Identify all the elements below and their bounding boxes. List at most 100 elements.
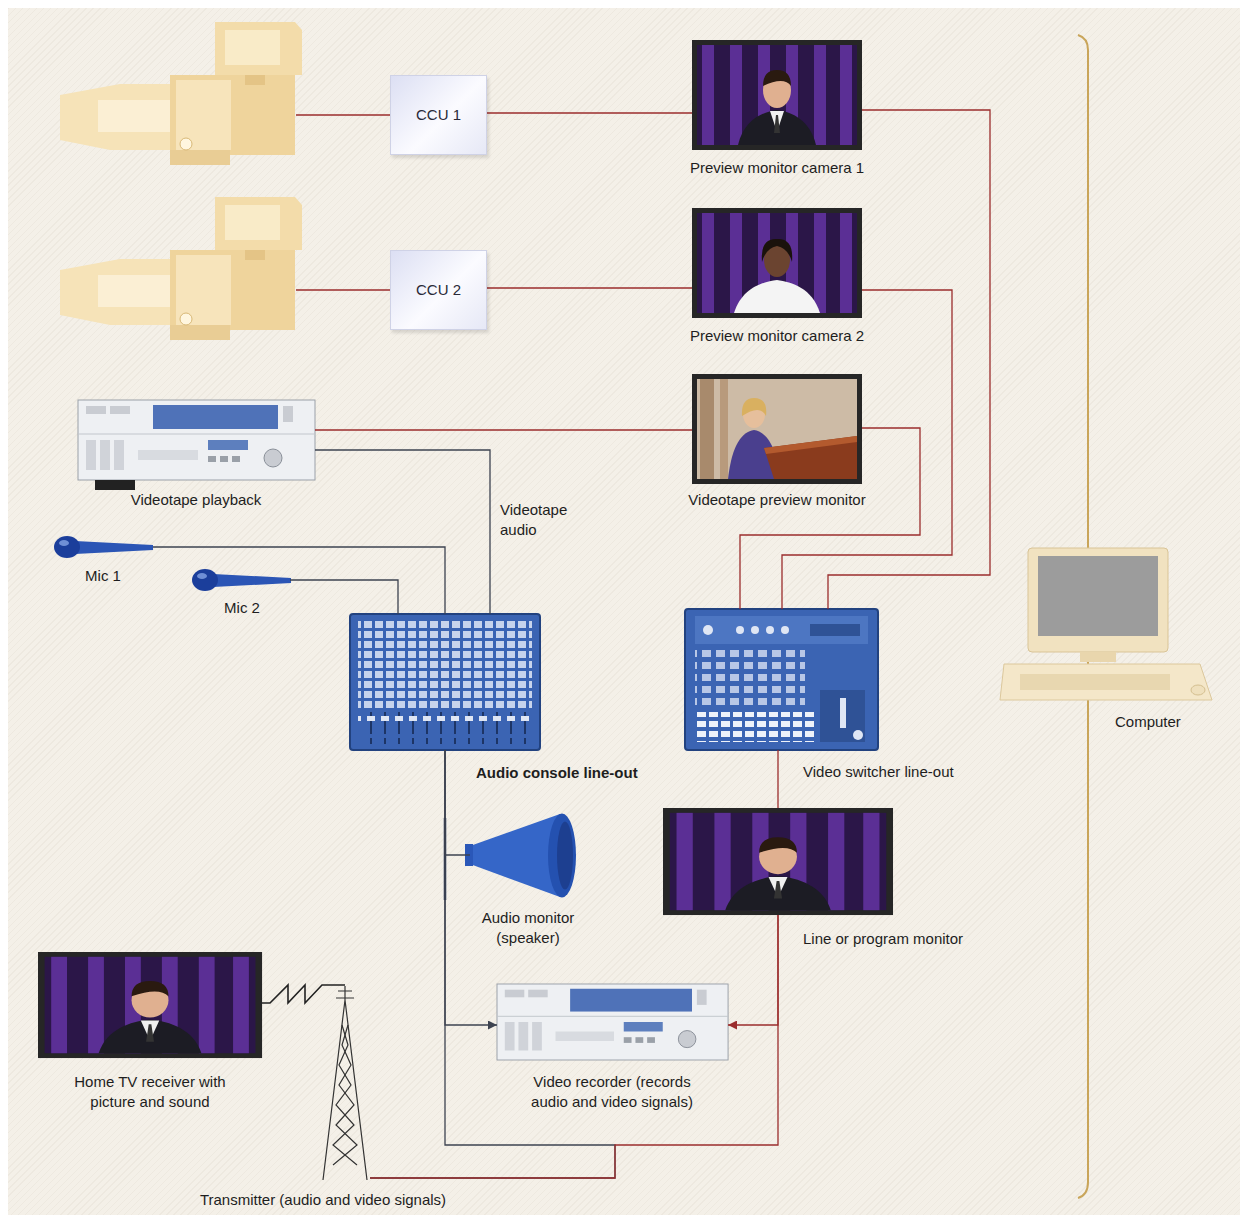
computer [1020, 674, 1170, 690]
signal-cable [728, 915, 778, 1025]
microphone [192, 569, 291, 591]
transmitter-tower: Transmitter (audio and video signals) [320, 985, 370, 1180]
home-receiver: Home TV receiver with picture and sound [38, 952, 262, 1058]
program-monitor: Line or program monitor [663, 808, 893, 915]
computer [1191, 685, 1205, 695]
microphone [54, 536, 153, 558]
video-switcher [853, 730, 863, 740]
box-label: CCU 1 [416, 105, 461, 125]
video-switcher [695, 712, 815, 742]
caption: Preview monitor camera 2 [690, 326, 864, 346]
videotape-deck: Videotape playback [78, 400, 315, 480]
speaker-horn [470, 814, 560, 897]
transmitter-tower [333, 1025, 357, 1165]
ccu-box: CCU 2 [390, 250, 487, 330]
monitor-picture [692, 208, 862, 318]
speaker-horn [548, 814, 576, 898]
monitor-picture [692, 374, 862, 484]
computer [1038, 556, 1158, 636]
signal-cable [370, 915, 778, 1178]
signal-cable [487, 112, 692, 113]
ccu-box: CCU 1 [390, 75, 487, 155]
caption: Transmitter (audio and video signals) [200, 1190, 446, 1210]
video-recorder: Video recorder (records audio and video … [497, 984, 728, 1060]
signal-cable [315, 450, 490, 614]
video-switcher [781, 626, 789, 634]
camera-cable [296, 289, 390, 290]
transmitter-tower [333, 1025, 357, 1165]
signal-cable [777, 750, 778, 808]
transmitter-tower [336, 986, 354, 1000]
computer [1080, 652, 1116, 662]
audio-console [350, 614, 540, 750]
monitor-picture [38, 952, 262, 1058]
preview-monitor: Preview monitor camera 2 [692, 208, 862, 318]
tape-deck [78, 400, 315, 480]
box-label: CCU 2 [416, 280, 461, 300]
preview-monitor: Videotape preview monitor [692, 374, 862, 484]
speaker-horn [465, 814, 576, 898]
monitor-picture [692, 40, 862, 150]
caption: Audio console line-out [476, 763, 638, 783]
preview-monitor: Preview monitor camera 1 [692, 40, 862, 150]
video-switcher [810, 624, 860, 636]
video-switcher [766, 626, 774, 634]
computer: Computer [1000, 548, 1215, 705]
audio-console: Audio console line-out [350, 614, 540, 750]
caption: Audio monitor (speaker) [458, 908, 598, 949]
video-switcher: Video switcher line-out [685, 609, 878, 750]
audio-console [358, 712, 532, 744]
monitor-picture [663, 808, 893, 915]
studio-camera [60, 22, 302, 165]
tape-deck [497, 984, 728, 1060]
caption: Mic 1 [85, 566, 121, 586]
caption: Home TV receiver with picture and sound [58, 1072, 243, 1113]
microphone: Mic 1 [55, 535, 153, 559]
signal-cable [828, 110, 990, 609]
microphone: Mic 2 [193, 568, 290, 592]
signal-cable [445, 750, 470, 855]
signal-cable [740, 428, 920, 609]
speaker-horn [557, 822, 573, 890]
signal-cable [262, 985, 345, 1003]
audio-monitor: Audio monitor (speaker) [470, 812, 580, 900]
signal-cable [315, 429, 692, 430]
signal-label: Videotape audio [500, 500, 582, 541]
signal-cable [445, 750, 497, 1025]
caption: Videotape playback [131, 490, 262, 510]
audio-console [358, 620, 532, 710]
studio-camera [60, 197, 302, 340]
video-switcher [820, 690, 865, 742]
video-switcher [703, 625, 713, 635]
caption: Computer [1115, 712, 1181, 732]
computer [1000, 664, 1212, 700]
computer [1028, 548, 1168, 652]
caption: Line or program monitor [803, 929, 963, 949]
video-switcher [695, 616, 868, 644]
caption: Video recorder (records audio and video … [517, 1072, 707, 1113]
audio-console [350, 614, 540, 750]
video-switcher [751, 626, 759, 634]
video-switcher [695, 650, 805, 705]
transmitter-tower [323, 1000, 367, 1180]
video-switcher [685, 609, 878, 750]
signal-cable [487, 287, 692, 288]
signal-cable [370, 750, 615, 1178]
computer [1000, 548, 1212, 700]
caption: Video switcher line-out [803, 762, 954, 782]
video-switcher [840, 698, 846, 728]
signal-cable [290, 580, 398, 614]
deck-base [95, 480, 135, 490]
caption: Mic 2 [224, 598, 260, 618]
video-switcher [736, 626, 744, 634]
caption: Videotape preview monitor [688, 490, 865, 510]
signal-cable [153, 547, 445, 614]
caption: Preview monitor camera 1 [690, 158, 864, 178]
transmitter-tower [323, 986, 367, 1180]
camera-cable [296, 114, 390, 115]
video-switcher [685, 609, 878, 750]
